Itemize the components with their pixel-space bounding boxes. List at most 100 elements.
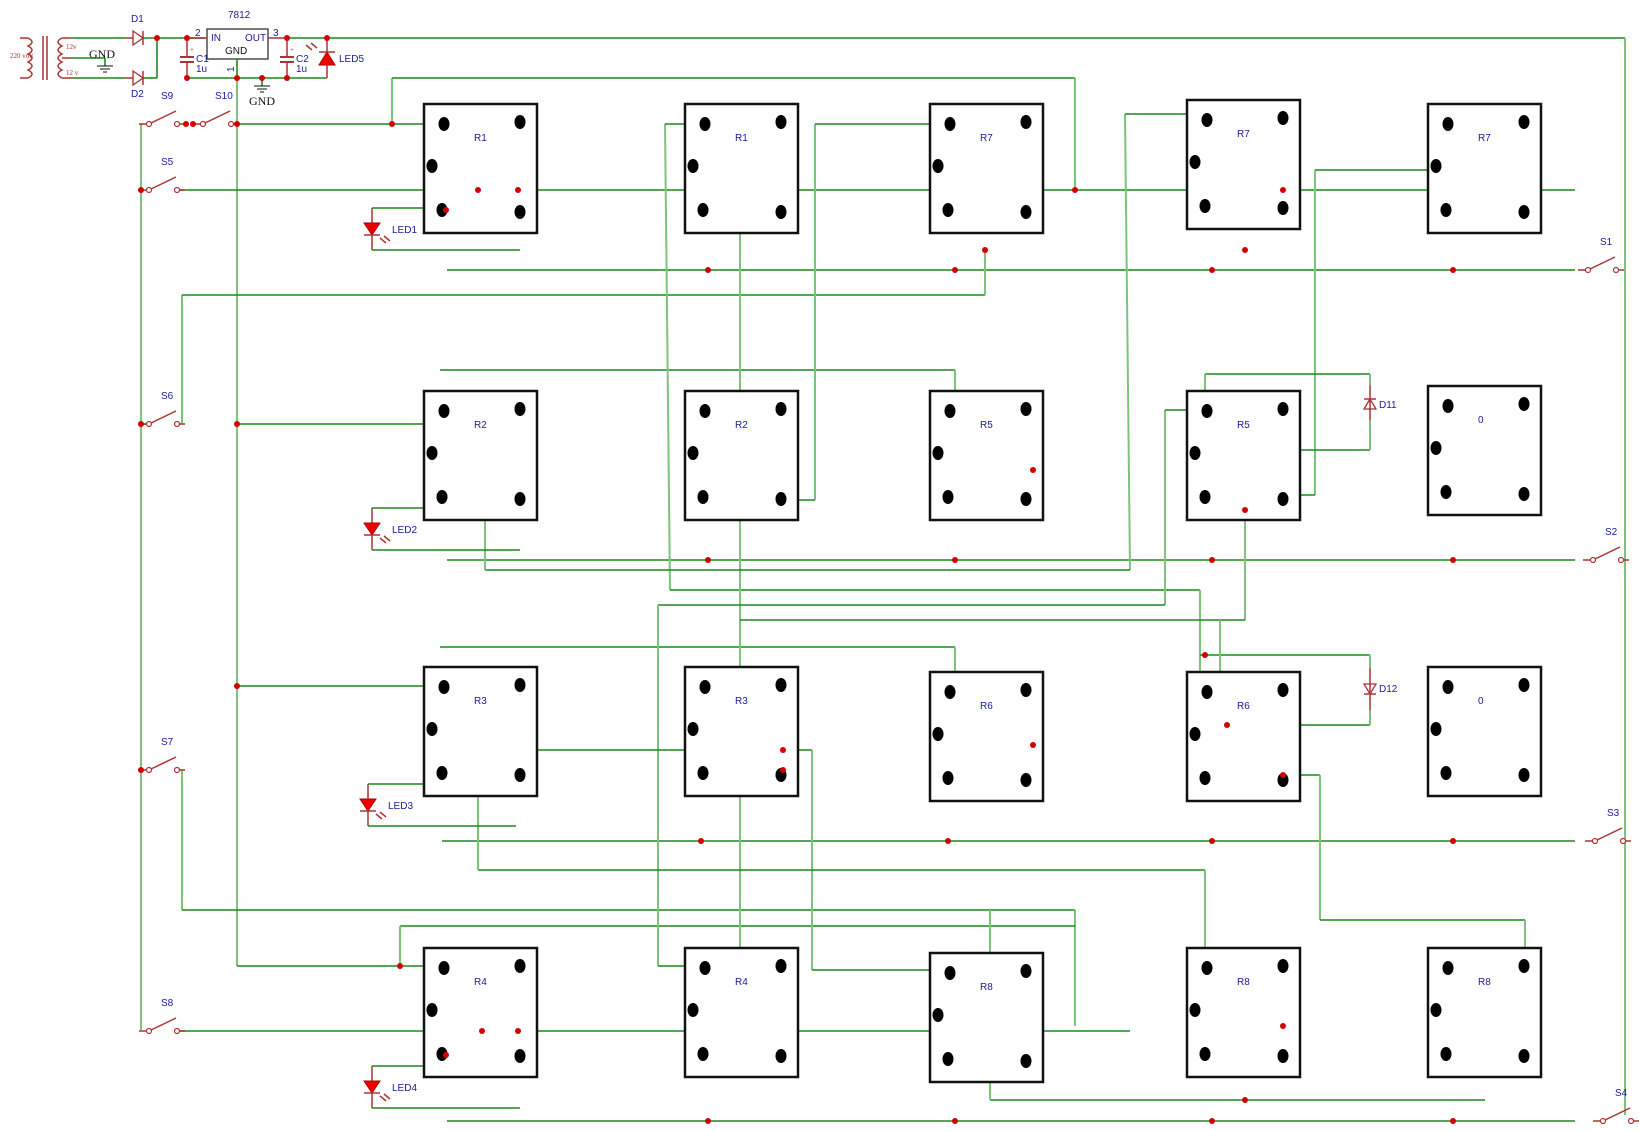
junction-dot: [443, 207, 449, 213]
relay-pin: [699, 117, 711, 131]
relay-pin: [697, 203, 709, 217]
voltage-regulator-7812: 7812 IN OUT GND 2 3 1: [195, 10, 279, 72]
junction-dot: [479, 1028, 485, 1034]
switch-s5[interactable]: S5: [139, 157, 185, 194]
junction-dot: [1242, 247, 1248, 253]
relay-pin: [426, 722, 438, 736]
svg-text:IN: IN: [211, 33, 221, 44]
relay-label: R8: [1237, 977, 1250, 988]
relay-pin: [514, 1049, 526, 1063]
relay-r6-r3c3: R6: [928, 670, 1045, 803]
relay-pin: [775, 959, 787, 973]
relay-label: R3: [474, 696, 487, 707]
junction-dot: [952, 1118, 958, 1124]
switch-s2[interactable]: S2: [1583, 527, 1629, 564]
svg-text:7812: 7812: [228, 10, 251, 21]
relay-pin: [514, 115, 526, 129]
relay-label: R1: [474, 133, 487, 144]
relay-pin: [775, 678, 787, 692]
junction-dot: [475, 187, 481, 193]
svg-text:1: 1: [226, 66, 237, 72]
relay-label: R5: [1237, 420, 1250, 431]
relay-r6-r3c4: R6: [1185, 670, 1302, 803]
capacitor-c2: + C2 1u: [280, 38, 309, 78]
relay-pin: [1020, 964, 1032, 978]
capacitor-c1: + C1 1u: [180, 38, 209, 78]
junction-dot: [515, 1028, 521, 1034]
switch-s4[interactable]: S4: [1593, 1088, 1639, 1125]
relay-pin: [1518, 678, 1530, 692]
relay-r7-r1c5: R7: [1426, 102, 1543, 235]
switch-s9[interactable]: S9: [139, 91, 185, 128]
relay-pin: [1201, 961, 1213, 975]
relay-label: R2: [735, 420, 748, 431]
relay-pin: [1199, 771, 1211, 785]
relay-label: R8: [1478, 977, 1491, 988]
svg-text:C1: C1: [196, 54, 209, 65]
bus-wires: [140, 38, 1626, 1122]
junction-dot: [1209, 267, 1215, 273]
relay-r5-r2c3: R5: [928, 389, 1045, 522]
relay-pin: [1440, 485, 1452, 499]
junction-dot: [234, 421, 240, 427]
switch-label: S10: [215, 91, 233, 102]
relay-r2-r2c1: R2: [422, 389, 539, 522]
relay-pin: [438, 404, 450, 418]
relay-pin: [514, 492, 526, 506]
switch-label: S2: [1605, 527, 1618, 538]
relay-r1-r1c1: R1: [422, 102, 539, 235]
led-label: LED1: [392, 225, 417, 236]
relay-label: R7: [980, 133, 993, 144]
relay-pin: [514, 205, 526, 219]
junction-dot: [945, 838, 951, 844]
svg-text:D11: D11: [1379, 400, 1397, 411]
switch-s10[interactable]: S10: [193, 91, 239, 128]
switch-s3[interactable]: S3: [1585, 808, 1631, 845]
secondary-top-label: 12v: [66, 43, 77, 51]
led-label: LED3: [388, 801, 413, 812]
switch-s8[interactable]: S8: [139, 998, 185, 1035]
relay-pin: [1199, 1047, 1211, 1061]
svg-text:C2: C2: [296, 54, 309, 65]
junction-dot: [184, 75, 190, 81]
switch-s1[interactable]: S1: [1578, 237, 1624, 274]
relay-r3-r3c2: R3: [683, 665, 800, 798]
led-led1: LED1: [363, 207, 520, 251]
relay-label: R7: [1237, 129, 1250, 140]
switch-label: S1: [1600, 237, 1613, 248]
relay-r5-r2c4: R5: [1185, 389, 1302, 522]
relay-label: R1: [735, 133, 748, 144]
relay-pin: [1189, 155, 1201, 169]
relay-pin: [697, 766, 709, 780]
relay-pin: [514, 402, 526, 416]
relay-pin: [1518, 959, 1530, 973]
relay-r2-r2c2: R2: [683, 389, 800, 522]
relay-pin: [1440, 766, 1452, 780]
junction-dot: [138, 187, 144, 193]
switch-s6[interactable]: S6: [139, 391, 185, 428]
relay-pin: [932, 446, 944, 460]
relay-pin: [1518, 768, 1530, 782]
junction-dot: [389, 121, 395, 127]
relay-pin: [1277, 773, 1289, 787]
junction-dot: [952, 267, 958, 273]
relay-0-r2c5: 0: [1426, 384, 1543, 517]
relay-pin: [1020, 773, 1032, 787]
relay-pin: [1430, 159, 1442, 173]
led-label: LED2: [392, 525, 417, 536]
relay-label: 0: [1478, 415, 1484, 426]
relay-pin: [436, 766, 448, 780]
relay-pin: [932, 1008, 944, 1022]
junction-dot: [1450, 838, 1456, 844]
relay-pin: [426, 446, 438, 460]
diode-d2: D2: [131, 69, 144, 100]
junction-dot: [1202, 652, 1208, 658]
relay-pin: [697, 1047, 709, 1061]
svg-text:+: +: [190, 46, 194, 54]
relay-pin: [699, 961, 711, 975]
switch-s7[interactable]: S7: [139, 737, 185, 774]
relay-label: R6: [1237, 701, 1250, 712]
relay-pin: [1201, 685, 1213, 699]
junction-dot: [1280, 187, 1286, 193]
relay-pin: [932, 159, 944, 173]
